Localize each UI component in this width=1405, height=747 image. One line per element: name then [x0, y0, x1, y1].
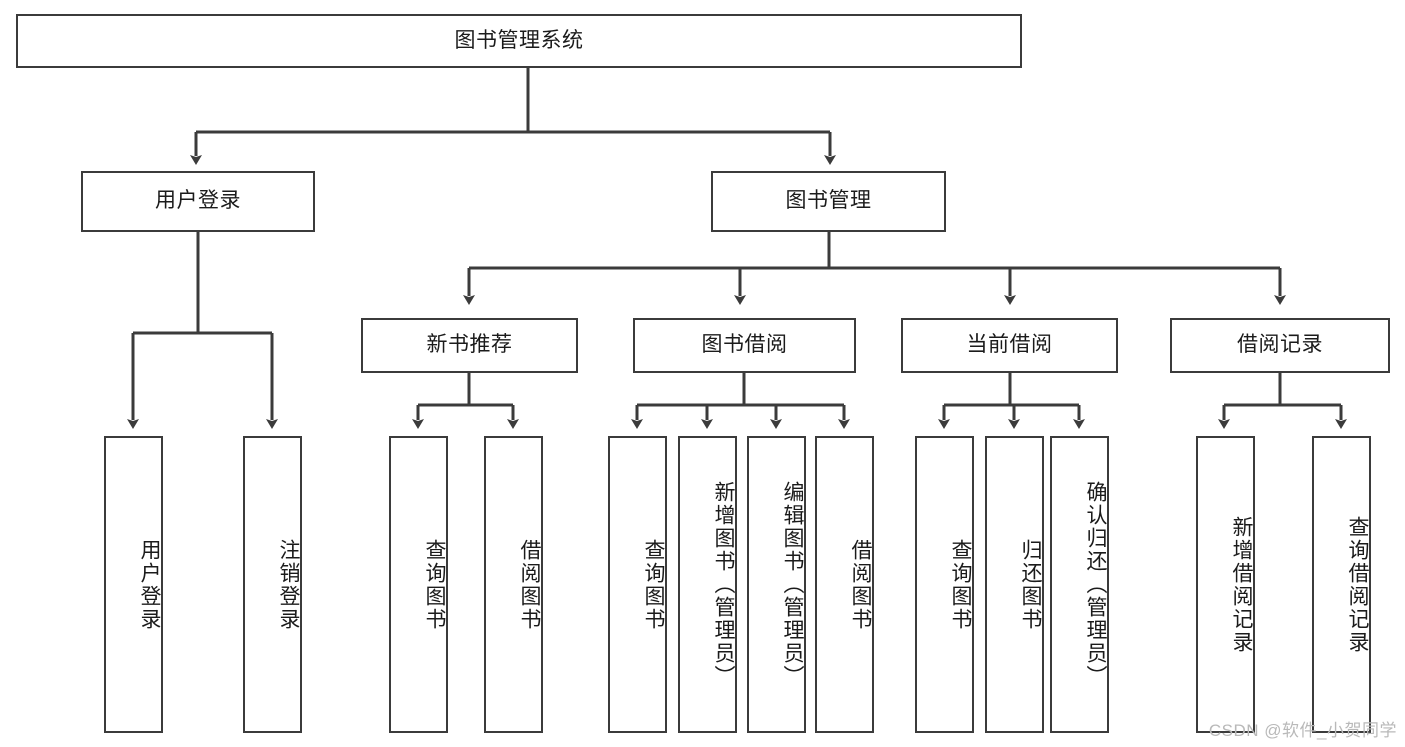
leaf-current-borrow-confirm-return[interactable]: 确认归还（管理员） [1050, 436, 1109, 733]
node-label: 图书管理 [785, 189, 872, 213]
node-label: 新增图书（管理员） [712, 481, 735, 688]
node-label: 新书推荐 [426, 333, 513, 357]
node-root-system[interactable]: 图书管理系统 [16, 14, 1022, 68]
node-label: 图书管理系统 [454, 28, 584, 52]
node-borrow-records[interactable]: 借阅记录 [1170, 318, 1390, 373]
node-label: 借阅图书 [849, 538, 872, 631]
leaf-book-borrow-edit[interactable]: 编辑图书（管理员） [747, 436, 806, 733]
leaf-book-borrow-borrow[interactable]: 借阅图书 [815, 436, 874, 733]
leaf-current-borrow-return[interactable]: 归还图书 [985, 436, 1044, 733]
node-label: 查询借阅记录 [1346, 515, 1369, 654]
node-new-book-recommend[interactable]: 新书推荐 [361, 318, 578, 373]
leaf-borrow-record-query[interactable]: 查询借阅记录 [1312, 436, 1371, 733]
node-label: 当前借阅 [966, 333, 1053, 357]
leaf-new-book-query[interactable]: 查询图书 [389, 436, 448, 733]
leaf-user-login-signout[interactable]: 注销登录 [243, 436, 302, 733]
node-label: 查询图书 [642, 538, 665, 631]
node-label: 确认归还（管理员） [1084, 481, 1107, 688]
leaf-book-borrow-add[interactable]: 新增图书（管理员） [678, 436, 737, 733]
node-label: 编辑图书（管理员） [781, 481, 804, 688]
node-label: 用户登录 [138, 538, 161, 631]
node-label: 查询图书 [949, 538, 972, 631]
node-label: 图书借阅 [701, 333, 788, 357]
node-label: 注销登录 [277, 538, 300, 631]
leaf-book-borrow-query[interactable]: 查询图书 [608, 436, 667, 733]
node-book-borrow[interactable]: 图书借阅 [633, 318, 856, 373]
leaf-new-book-borrow[interactable]: 借阅图书 [484, 436, 543, 733]
node-label: 借阅记录 [1237, 333, 1323, 357]
leaf-borrow-record-add[interactable]: 新增借阅记录 [1196, 436, 1255, 733]
node-label: 用户登录 [155, 189, 241, 213]
node-book-management[interactable]: 图书管理 [711, 171, 946, 232]
node-label: 查询图书 [423, 538, 446, 631]
node-current-borrow[interactable]: 当前借阅 [901, 318, 1118, 373]
node-user-login[interactable]: 用户登录 [81, 171, 315, 232]
node-label: 新增借阅记录 [1230, 515, 1253, 654]
leaf-current-borrow-query[interactable]: 查询图书 [915, 436, 974, 733]
leaf-user-login-signin[interactable]: 用户登录 [104, 436, 163, 733]
node-label: 归还图书 [1019, 538, 1042, 631]
node-label: 借阅图书 [518, 538, 541, 631]
csdn-watermark: CSDN @软件_小贺同学 [1208, 721, 1397, 740]
